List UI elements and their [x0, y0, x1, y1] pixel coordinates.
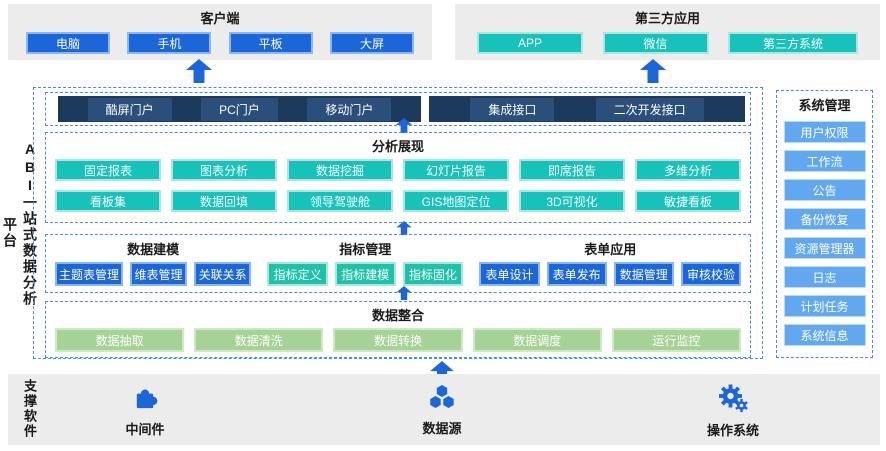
system-block-logs: 日志 [783, 266, 866, 288]
client-panel: 客户端 电脑 手机 平板 大屏 [8, 4, 432, 60]
system-title: 系统管理 [798, 98, 851, 113]
support-band-title: 支撑软件 [22, 379, 37, 439]
integration-block-clean: 数据清洗 [194, 328, 324, 352]
system-block-backup-restore: 备份恢复 [783, 208, 866, 230]
system-block-system-info: 系统信息 [783, 324, 866, 346]
system-block-announcement: 公告 [783, 179, 866, 201]
up-arrow-icon [186, 58, 212, 84]
up-arrow-icon [640, 58, 666, 84]
system-management-box: 系统管理 用户权限 工作流 公告 备份恢复 资源管理器 日志 计划任务 系统信息 [776, 90, 873, 358]
integration-block-transform: 数据转换 [333, 328, 463, 352]
platform-outer-box [33, 87, 763, 359]
analysis-block-dashboard-set: 看板集 [55, 190, 161, 212]
support-item-label: 操作系统 [706, 423, 759, 438]
portal-item-pc: PC门户 [201, 97, 278, 121]
analysis-block-slide-report: 幻灯片报告 [403, 159, 509, 181]
analysis-block-data-mining: 数据挖掘 [287, 159, 393, 181]
metrics-group: 指标管理 指标定义 指标建模 指标固化 [267, 239, 464, 292]
puzzle-icon [136, 389, 157, 409]
integration-block-schedule: 数据调度 [472, 328, 602, 352]
analysis-block-chart-analysis: 图表分析 [171, 159, 277, 181]
system-block-user-permissions: 用户权限 [783, 121, 866, 143]
up-arrow-icon [394, 118, 414, 133]
up-arrow-icon [394, 221, 414, 235]
analysis-box: 分析展现 固定报表 图表分析 数据挖掘 幻灯片报告 即席报告 多维分析 看板集 … [45, 132, 751, 223]
client-block-mobile: 手机 [127, 32, 212, 54]
forms-title: 表单应用 [584, 242, 637, 257]
system-block-workflow: 工作流 [783, 150, 866, 172]
platform-label-main: ABI一站式数据分析 [22, 141, 38, 307]
interface-item-secondary-dev: 二次开发接口 [595, 97, 704, 121]
modeling-group: 数据建模 主题表管理 维表管理 关联关系 [55, 239, 252, 292]
modeling-metrics-forms-box: 数据建模 主题表管理 维表管理 关联关系 指标管理 指标定义 指标建模 指标固化… [45, 234, 751, 293]
analysis-block-data-backfill: 数据回填 [171, 190, 277, 212]
client-panel-title: 客户端 [200, 11, 240, 26]
platform-label-tail: 平台 [2, 217, 18, 249]
client-block-tablet: 平板 [228, 32, 313, 54]
analysis-block-agile-board: 敏捷看板 [635, 190, 741, 212]
platform-vertical-label: 平台 ABI一站式数据分析 [2, 88, 38, 360]
forms-block-data-manage: 数据管理 [613, 262, 674, 286]
portal-bar-box: 酷屏门户 PC门户 移动门户 集成接口 二次开发接口 [45, 92, 751, 126]
hex-nodes-icon [430, 385, 454, 408]
portal-item-mobile: 移动门户 [307, 97, 392, 121]
integration-box: 数据整合 数据抽取 数据清洗 数据转换 数据调度 运行监控 [45, 301, 751, 358]
support-item-label: 中间件 [125, 422, 165, 437]
forms-block-design: 表单设计 [479, 262, 540, 286]
integration-block-monitor: 运行监控 [611, 328, 742, 352]
third-party-panel: 第三方应用 APP 微信 第三方系统 [455, 4, 880, 60]
interface-item-integration: 集成接口 [470, 97, 555, 121]
modeling-block-relations: 关联关系 [194, 262, 252, 286]
analysis-block-fixed-report: 固定报表 [55, 159, 161, 181]
support-item-label: 数据源 [422, 421, 462, 436]
portal-item-coolscreen: 酷屏门户 [87, 97, 172, 121]
portal-bar: 酷屏门户 PC门户 移动门户 [58, 96, 421, 122]
analysis-block-gis-map: GIS地图定位 [403, 190, 509, 212]
client-block-pc: 电脑 [26, 32, 110, 54]
client-block-bigscreen: 大屏 [329, 32, 414, 54]
third-party-panel-title: 第三方应用 [634, 11, 700, 26]
analysis-block-adhoc-report: 即席报告 [519, 159, 625, 181]
support-item-os: 操作系统 [693, 383, 773, 439]
third-party-block-wechat: 微信 [602, 32, 709, 54]
analysis-block-cockpit: 领导驾驶舱 [287, 190, 393, 212]
support-item-middleware: 中间件 [105, 385, 185, 438]
support-item-datasource: 数据源 [402, 383, 482, 437]
metrics-title: 指标管理 [339, 242, 392, 257]
support-band: 支撑软件 [8, 374, 880, 445]
system-block-resource-manager: 资源管理器 [783, 237, 866, 259]
integration-block-extract: 数据抽取 [55, 328, 185, 352]
analysis-title: 分析展现 [371, 139, 424, 154]
up-arrow-icon [394, 286, 414, 300]
metrics-block-modeling: 指标建模 [334, 262, 396, 286]
third-party-block-system: 第三方系统 [728, 32, 858, 54]
interface-bar: 集成接口 二次开发接口 [429, 96, 745, 122]
system-block-scheduled-tasks: 计划任务 [783, 295, 866, 317]
gears-icon [719, 384, 748, 413]
modeling-title: 数据建模 [127, 242, 180, 257]
analysis-block-multidim: 多维分析 [635, 159, 741, 181]
integration-title: 数据整合 [371, 308, 424, 323]
metrics-block-definition: 指标定义 [267, 262, 328, 286]
metrics-block-solidify: 指标固化 [402, 262, 464, 286]
analysis-block-3d-visual: 3D可视化 [519, 190, 625, 212]
forms-block-audit: 审核校验 [680, 262, 742, 286]
forms-group: 表单应用 表单设计 表单发布 数据管理 审核校验 [479, 239, 742, 292]
modeling-block-subject-table: 主题表管理 [55, 262, 124, 286]
third-party-block-app: APP [477, 32, 583, 54]
forms-block-publish: 表单发布 [546, 262, 607, 286]
modeling-block-dim-table: 维表管理 [130, 262, 188, 286]
